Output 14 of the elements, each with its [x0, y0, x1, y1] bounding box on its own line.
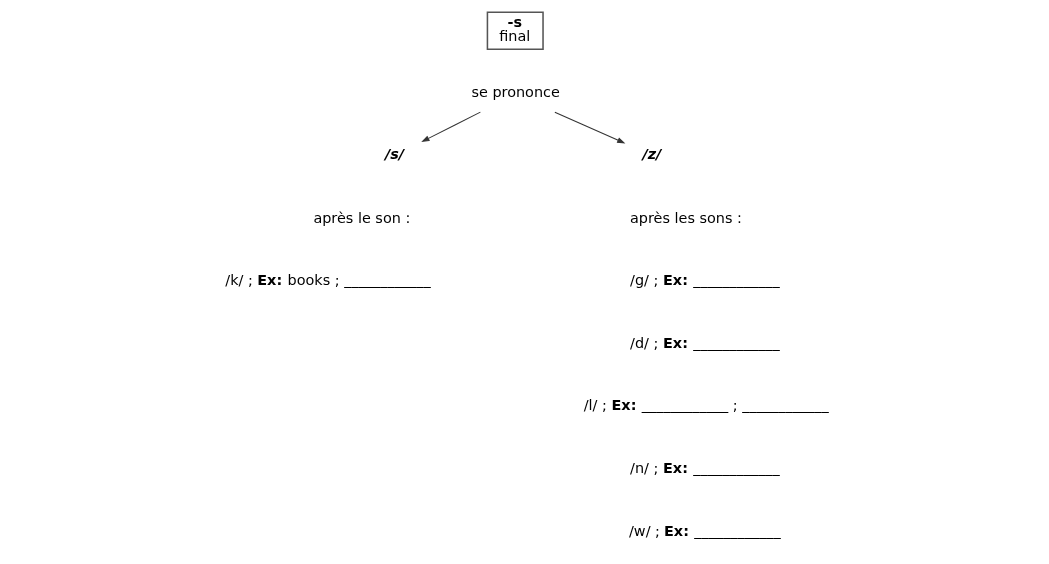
label: /n/ ; Ex: ____________ [630, 460, 780, 477]
label: /w/ ; Ex: ____________ [629, 523, 781, 540]
label: /k/ ; Ex: books ; ____________ [225, 271, 431, 288]
arrow [421, 111, 481, 142]
label: après les sons : [630, 210, 742, 226]
label: après le son : [313, 210, 411, 226]
arrow [554, 111, 626, 144]
node-text: se prononce [471, 84, 560, 101]
label: /l/ ; Ex: ____________ ; ____________ [583, 397, 829, 414]
label: /g/ ; Ex: ____________ [630, 271, 780, 288]
node-text: /s/ [384, 146, 405, 163]
label: /d/ ; Ex: ____________ [630, 334, 780, 351]
node-text: /z/ [642, 146, 662, 163]
node-box: -s final [486, 11, 544, 51]
